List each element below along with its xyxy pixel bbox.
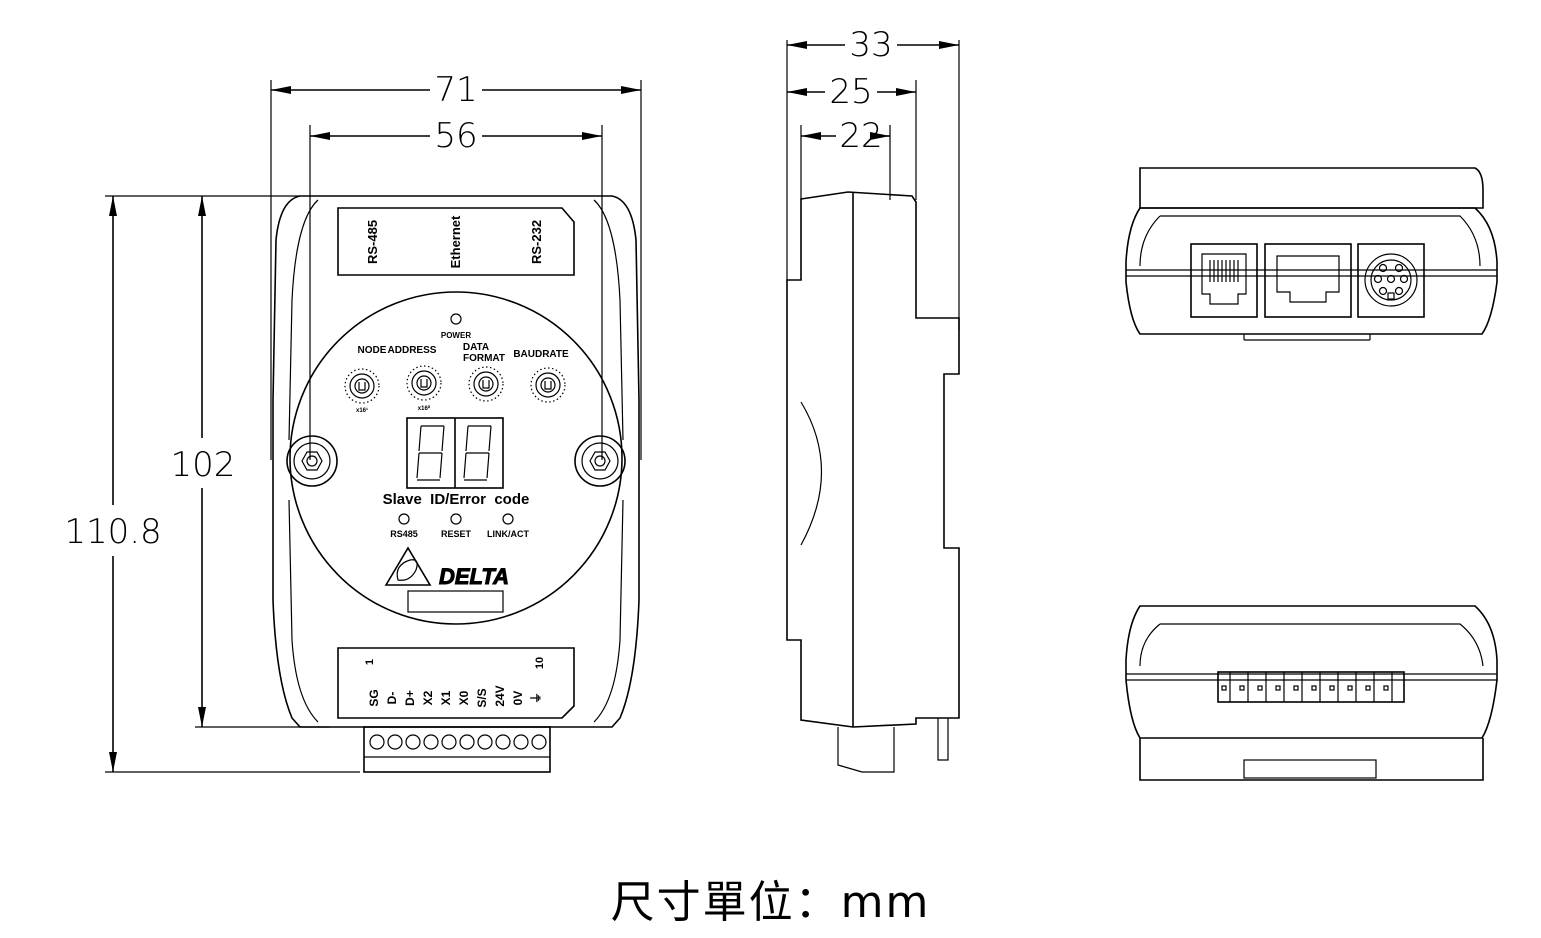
delta-logo: DELTA [384,546,510,590]
rotary-switch-data-format [468,366,504,402]
port-label-rs485: RS-485 [365,220,380,264]
label-address: ADDRESS [388,345,437,356]
dim-71: 71 [434,70,477,110]
power-led [450,313,462,325]
bottom-view [1125,605,1498,781]
side-outline [786,191,960,728]
unit-note: 尺寸單位：mm [610,877,931,928]
ethernet-jack [1264,243,1352,318]
display-caption: Slave ID/Error code [383,491,530,508]
dim-25: 25 [829,72,872,112]
bottom-terminal-plug [1217,671,1405,703]
label-rs485: RS485 [390,529,418,539]
label-x16-1: x16¹ [356,407,368,414]
screw-right [574,435,626,487]
terminal-24v: 24V [493,685,507,706]
port-label-ethernet: Ethernet [448,215,463,268]
terminal-labels: SG D- D+ X2 X1 X0 S/S 24V 0V ⏚ [367,685,543,707]
rs232-mini-din [1357,243,1425,318]
screw-left [286,435,338,487]
dim-56: 56 [434,116,477,156]
terminal-block [363,726,551,773]
led-link-act [502,513,514,525]
dim-22: 22 [839,116,882,156]
led-reset [450,513,462,525]
terminal-x0: X0 [457,690,471,705]
nameplate [407,590,504,613]
label-baudrate: BAUDRATE [513,349,569,360]
label-node: NODE [358,345,387,356]
terminal-pin-1: 1 [364,659,376,665]
power-led-label: POWER [441,331,471,340]
top-view [1125,167,1498,341]
rotary-switch-node-x16-0 [406,365,442,401]
seven-segment-display [406,417,504,489]
label-format: FORMAT [463,353,505,364]
brand-text: DELTA [439,564,509,589]
port-label-window [337,207,575,276]
top-view-body [1125,207,1498,335]
rs485-jack [1190,243,1258,318]
rotary-switch-node-x16-1 [344,368,380,404]
label-reset: RESET [441,529,472,539]
bottom-view-body [1125,605,1498,739]
terminal-label-window [337,647,575,719]
terminal-0v: 0V [511,691,525,706]
label-link-act: LINK/ACT [487,529,529,539]
terminal-sg: SG [367,689,381,706]
label-x16-0: x16⁰ [418,405,431,412]
label-data: DATA [463,342,489,353]
rotary-switch-baudrate [530,367,566,403]
dim-33: 33 [849,25,892,65]
terminal-x2: X2 [421,690,435,705]
terminal-x1: X1 [439,690,453,705]
dim-102: 102 [171,445,236,485]
led-rs485 [398,513,410,525]
faceplate-circle [289,291,623,625]
housing-outline [272,195,640,728]
terminal-pin-10: 10 [534,657,546,669]
terminal-d-plus: D+ [403,690,417,706]
terminal-d-minus: D- [385,692,399,705]
side-view: 33 25 22 [786,25,960,773]
port-label-rs232: RS-232 [529,220,544,264]
front-view: 71 56 102 110.8 RS-485 Ethernet RS-232 [64,70,642,773]
dim-110-8: 110.8 [64,512,161,552]
terminal-ss: S/S [475,688,489,707]
terminal-ground: ⏚ [529,692,543,704]
